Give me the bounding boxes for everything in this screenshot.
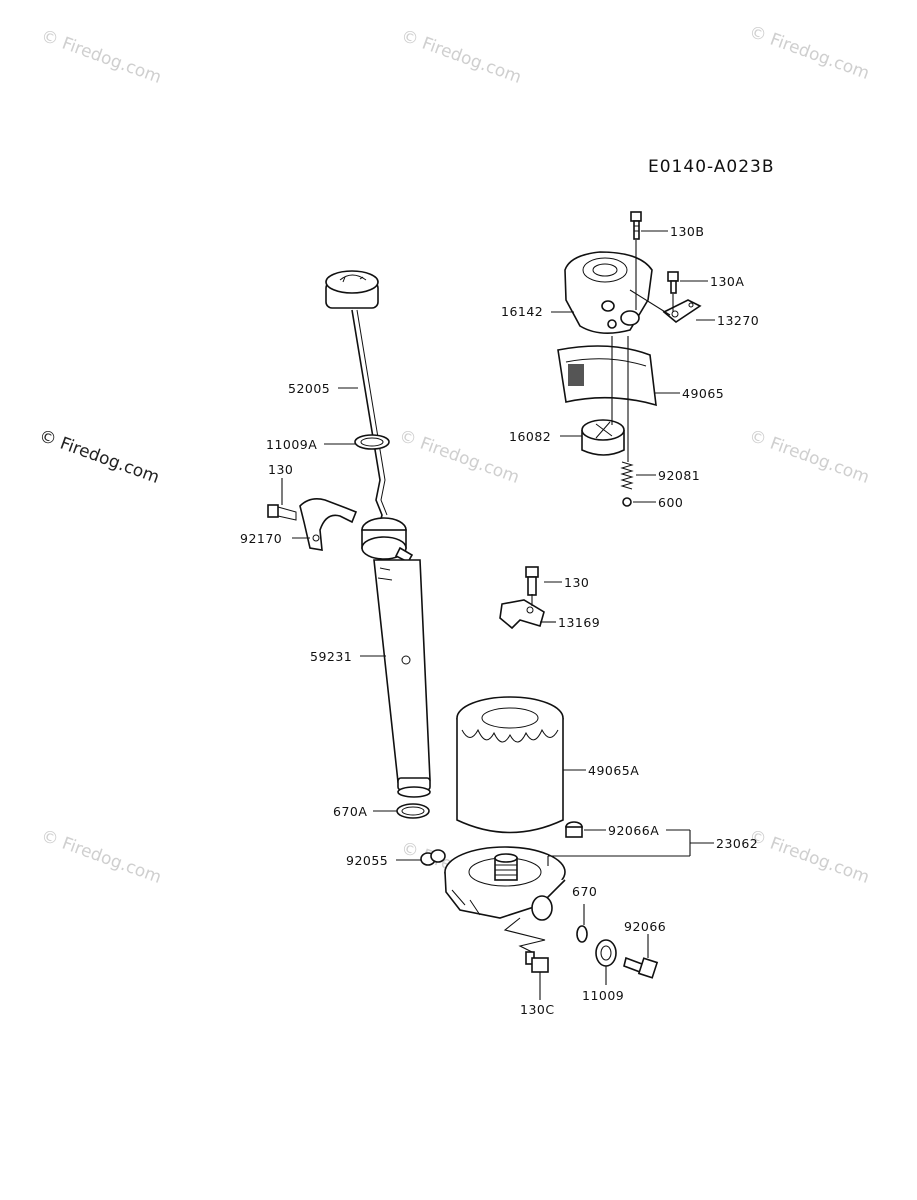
label-92066: 92066 <box>624 919 666 934</box>
label-130B: 130B <box>670 224 704 239</box>
pump-cover-16142-drawing <box>564 251 653 334</box>
label-13169: 13169 <box>558 615 600 630</box>
watermark: © Firedog.com <box>38 26 164 88</box>
label-11009A: 11009A <box>266 437 317 452</box>
label-92066A: 92066A <box>608 823 659 838</box>
part-labels: 130B 130A 16142 13270 49065 16082 92081 … <box>240 224 759 1017</box>
label-130A: 130A <box>710 274 744 289</box>
watermark: © Firedog.com <box>396 426 522 488</box>
leader-lines <box>281 230 715 1000</box>
clamp-92170-drawing <box>299 498 358 551</box>
tube-59231-drawing <box>361 517 431 798</box>
label-52005: 52005 <box>288 381 330 396</box>
spring-92081-drawing <box>620 461 634 490</box>
bolt-130-upper-drawing <box>267 504 297 521</box>
label-670A: 670A <box>333 804 367 819</box>
bolt-130C-drawing <box>525 951 549 973</box>
label-23062: 23062 <box>716 836 758 851</box>
plate-13270-drawing <box>662 299 702 323</box>
oring-670A-drawing <box>396 803 430 819</box>
oring-670-drawing <box>576 925 588 943</box>
washer-11009-drawing <box>595 939 617 967</box>
diagram-code: E0140-A023B <box>648 157 775 177</box>
oring-11009A-drawing <box>354 434 390 450</box>
bolt-130-mid-drawing <box>525 566 539 596</box>
watermark: © Firedog.com <box>398 26 524 88</box>
label-92055: 92055 <box>346 853 388 868</box>
bolt-130A-drawing <box>667 271 679 294</box>
watermarks: © Firedog.com © Firedog.com © Firedog.co… <box>36 22 872 900</box>
dipstick-52005-drawing <box>325 270 388 535</box>
label-130-mid: 130 <box>564 575 589 590</box>
watermark: © Firedog.com <box>746 22 872 84</box>
oring-92055-drawing <box>420 849 446 866</box>
bolt-130B-drawing <box>630 211 642 240</box>
watermark: © Firedog.com <box>746 826 872 888</box>
housing-49065-drawing <box>557 345 657 407</box>
ball-600-drawing <box>622 497 632 507</box>
label-49065A: 49065A <box>588 763 639 778</box>
rotor-16082-drawing <box>581 419 625 456</box>
label-16082: 16082 <box>509 429 551 444</box>
watermark: © Firedog.com <box>36 426 162 488</box>
label-670: 670 <box>572 884 597 899</box>
label-130C: 130C <box>520 1002 555 1017</box>
oil-filter-49065A-drawing <box>456 696 564 834</box>
label-600: 600 <box>658 495 683 510</box>
label-92081: 92081 <box>658 468 700 483</box>
label-13270: 13270 <box>717 313 759 328</box>
watermark: © Firedog.com <box>746 426 872 488</box>
watermark: © Firedog.com <box>38 826 164 888</box>
bracket-13169-drawing <box>499 599 545 630</box>
label-130-upper: 130 <box>268 462 293 477</box>
plug-92066-drawing <box>623 956 659 979</box>
filter-base-23062-drawing <box>444 846 566 921</box>
label-92170: 92170 <box>240 531 282 546</box>
label-11009: 11009 <box>582 988 624 1003</box>
label-59231: 59231 <box>310 649 352 664</box>
plug-92066A-drawing <box>565 821 583 838</box>
label-16142: 16142 <box>501 304 543 319</box>
label-49065: 49065 <box>682 386 724 401</box>
